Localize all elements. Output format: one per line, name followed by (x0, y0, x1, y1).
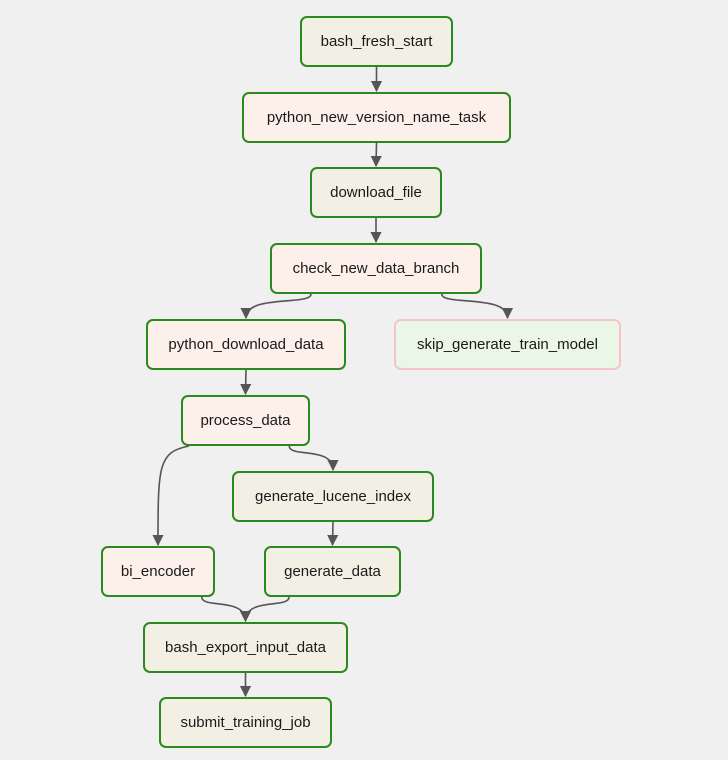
task-node-bi-encoder[interactable]: bi_encoder (101, 546, 215, 597)
edge-bi_encoder-to-bash_export_input_data (200, 596, 252, 623)
task-node-check-new-data-branch[interactable]: check_new_data_branch (270, 243, 482, 294)
task-node-generate-data[interactable]: generate_data (264, 546, 401, 597)
task-label: generate_data (284, 563, 381, 580)
edge-python_download_data-to-process_data (240, 369, 252, 396)
edge-python_new_version_name_task-to-download_file (370, 142, 382, 168)
edge-process_data-to-bi_encoder (152, 445, 190, 547)
task-label: process_data (200, 412, 291, 429)
task-node-submit-training-job[interactable]: submit_training_job (159, 697, 332, 748)
task-label: bash_export_input_data (165, 639, 326, 656)
task-label: skip_generate_train_model (417, 336, 598, 353)
task-node-generate-lucene-index[interactable]: generate_lucene_index (232, 471, 434, 522)
task-node-bash-fresh-start[interactable]: bash_fresh_start (300, 16, 453, 67)
task-node-download-file[interactable]: download_file (310, 167, 442, 218)
edge-check_new_data_branch-to-skip_generate_train_model (440, 293, 514, 320)
task-label: python_download_data (168, 336, 324, 353)
edge-check_new_data_branch-to-python_download_data (240, 293, 312, 320)
task-label: bash_fresh_start (320, 33, 433, 50)
edge-generate_lucene_index-to-generate_data (327, 521, 339, 547)
task-node-skip-generate-train-model[interactable]: skip_generate_train_model (394, 319, 621, 370)
task-label: submit_training_job (180, 714, 311, 731)
edge-generate_data-to-bash_export_input_data (239, 596, 290, 623)
task-node-python-new-version-name-task[interactable]: python_new_version_name_task (242, 92, 511, 143)
task-label: check_new_data_branch (292, 260, 460, 277)
task-label: python_new_version_name_task (266, 109, 487, 126)
task-label: bi_encoder (120, 563, 196, 580)
task-label: generate_lucene_index (255, 488, 411, 505)
task-node-bash-export-input-data[interactable]: bash_export_input_data (143, 622, 348, 673)
edge-process_data-to-generate_lucene_index (288, 445, 339, 472)
task-node-process-data[interactable]: process_data (181, 395, 310, 446)
task-node-python-download-data[interactable]: python_download_data (146, 319, 346, 370)
task-label: download_file (330, 184, 422, 201)
